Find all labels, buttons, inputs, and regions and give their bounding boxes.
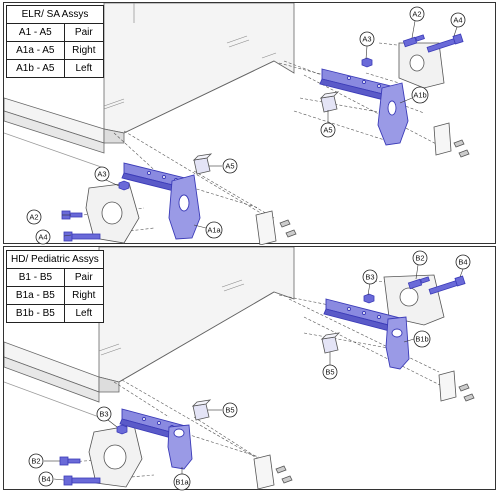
table-cell-type: Right <box>63 286 104 305</box>
svg-text:A2: A2 <box>412 10 421 19</box>
bolt-b2-upper <box>407 276 430 290</box>
svg-text:B4: B4 <box>41 475 50 484</box>
nut-a3-lower <box>118 180 130 191</box>
mount-bracket-lower <box>85 182 140 244</box>
table-cell-type: Pair <box>63 23 105 42</box>
assembly-table-hd-pediatric: HD/ Pediatric Assys B1 - B5 Pair B1a - B… <box>6 250 104 323</box>
callout-b3-lower: B3 <box>96 406 112 422</box>
callout-b3-upper: B3 <box>362 269 378 285</box>
callout-a1a: A1a <box>205 221 223 239</box>
svg-text:B4: B4 <box>458 258 467 267</box>
callout-b4-lower: B4 <box>38 471 54 487</box>
callout-a3-lower: A3 <box>94 166 110 182</box>
block-b5-lower <box>191 399 212 421</box>
callout-a5-lower: A5 <box>222 158 238 174</box>
table-row: A1b - A5 Left <box>6 59 105 78</box>
assembly-table-elr-sa: ELR/ SA Assys A1 - A5 Pair A1a - A5 Righ… <box>6 5 105 78</box>
svg-text:B1a: B1a <box>175 478 189 487</box>
nut-b3-lower <box>116 424 128 435</box>
svg-text:B3: B3 <box>365 273 374 282</box>
armrest-receiver-a1b <box>319 68 409 146</box>
svg-text:B1b: B1b <box>415 335 428 344</box>
armrest-receiver-a1a <box>121 162 201 240</box>
svg-text:B3: B3 <box>99 410 108 419</box>
bolt-b4-upper <box>428 275 466 295</box>
callout-b5-lower: B5 <box>222 402 238 418</box>
callout-a3-upper: A3 <box>359 31 375 47</box>
svg-text:A1a: A1a <box>207 226 221 235</box>
leader-lines-bottom <box>44 264 464 481</box>
callout-b1a: B1a <box>173 473 191 491</box>
exploded-diagram-top <box>4 3 470 245</box>
callout-a1b: A1b <box>411 86 429 104</box>
table-cell-type: Left <box>63 304 104 323</box>
svg-text:A3: A3 <box>362 35 371 44</box>
bolt-a2-upper <box>402 34 425 48</box>
svg-text:B2: B2 <box>31 457 40 466</box>
callout-a2-upper: A2 <box>409 6 425 22</box>
svg-text:B5: B5 <box>225 406 234 415</box>
callouts-top: A3 A2 A4 A5 A1b A5 A3 A2 A4 A1a <box>26 6 466 245</box>
bolt-b2-lower <box>59 456 81 466</box>
svg-text:A3: A3 <box>97 170 106 179</box>
table-row: A1a - A5 Right <box>6 41 105 60</box>
callout-b2-lower: B2 <box>28 453 44 469</box>
svg-text:A4: A4 <box>38 233 47 242</box>
callout-b4-upper: B4 <box>455 254 471 270</box>
svg-text:A5: A5 <box>225 162 234 171</box>
svg-text:B2: B2 <box>415 254 424 263</box>
svg-text:B5: B5 <box>325 368 334 377</box>
svg-text:A2: A2 <box>29 213 38 222</box>
block-a5-upper <box>319 91 340 113</box>
table-row: B1b - B5 Left <box>6 304 104 323</box>
table-cell-type: Left <box>63 59 105 78</box>
callout-b2-upper: B2 <box>412 250 428 266</box>
svg-text:A5: A5 <box>323 126 332 135</box>
bolt-b4-lower <box>63 475 101 486</box>
callout-b1b: B1b <box>413 330 431 348</box>
bolt-a4-upper <box>426 33 464 53</box>
svg-text:A1b: A1b <box>413 91 426 100</box>
end-plate-upper <box>438 370 475 402</box>
mount-bracket-lower <box>88 424 143 488</box>
frame-rail-top <box>4 3 295 169</box>
end-plate-lower <box>255 210 297 245</box>
end-plate-upper <box>433 122 470 158</box>
callouts-bottom: B3 B2 B4 B5 B1b B5 B3 B2 B4 B1a <box>28 250 471 491</box>
callout-a4-lower: A4 <box>35 229 51 245</box>
frame-rail-bottom <box>4 247 295 418</box>
frame-slots-top <box>103 35 277 110</box>
armrest-receiver-b1b <box>323 298 410 370</box>
frame-slots-bottom <box>98 279 245 356</box>
callout-a5-upper: A5 <box>320 122 336 138</box>
block-a5-lower <box>192 153 213 175</box>
block-b5-upper <box>320 332 341 354</box>
nut-a3-upper <box>361 57 373 68</box>
panel-hd-pediatric: HD/ Pediatric Assys B1 - B5 Pair B1a - B… <box>3 246 496 491</box>
callout-a2-lower: A2 <box>26 209 42 225</box>
end-plate-lower <box>253 454 293 490</box>
panel-elr-sa: ELR/ SA Assys A1 - A5 Pair A1a - A5 Righ… <box>3 2 496 245</box>
callout-b5-upper: B5 <box>322 364 338 380</box>
leader-lines-top <box>62 20 458 237</box>
bolt-a4-lower <box>63 231 101 242</box>
nut-b3-upper <box>363 293 375 304</box>
mount-bracket-upper <box>383 274 445 326</box>
exploded-diagram-bottom <box>4 247 475 490</box>
svg-text:A4: A4 <box>453 16 462 25</box>
armrest-receiver-b1a <box>119 408 193 470</box>
mount-bracket-upper <box>398 42 445 89</box>
callout-a4-upper: A4 <box>450 12 466 28</box>
